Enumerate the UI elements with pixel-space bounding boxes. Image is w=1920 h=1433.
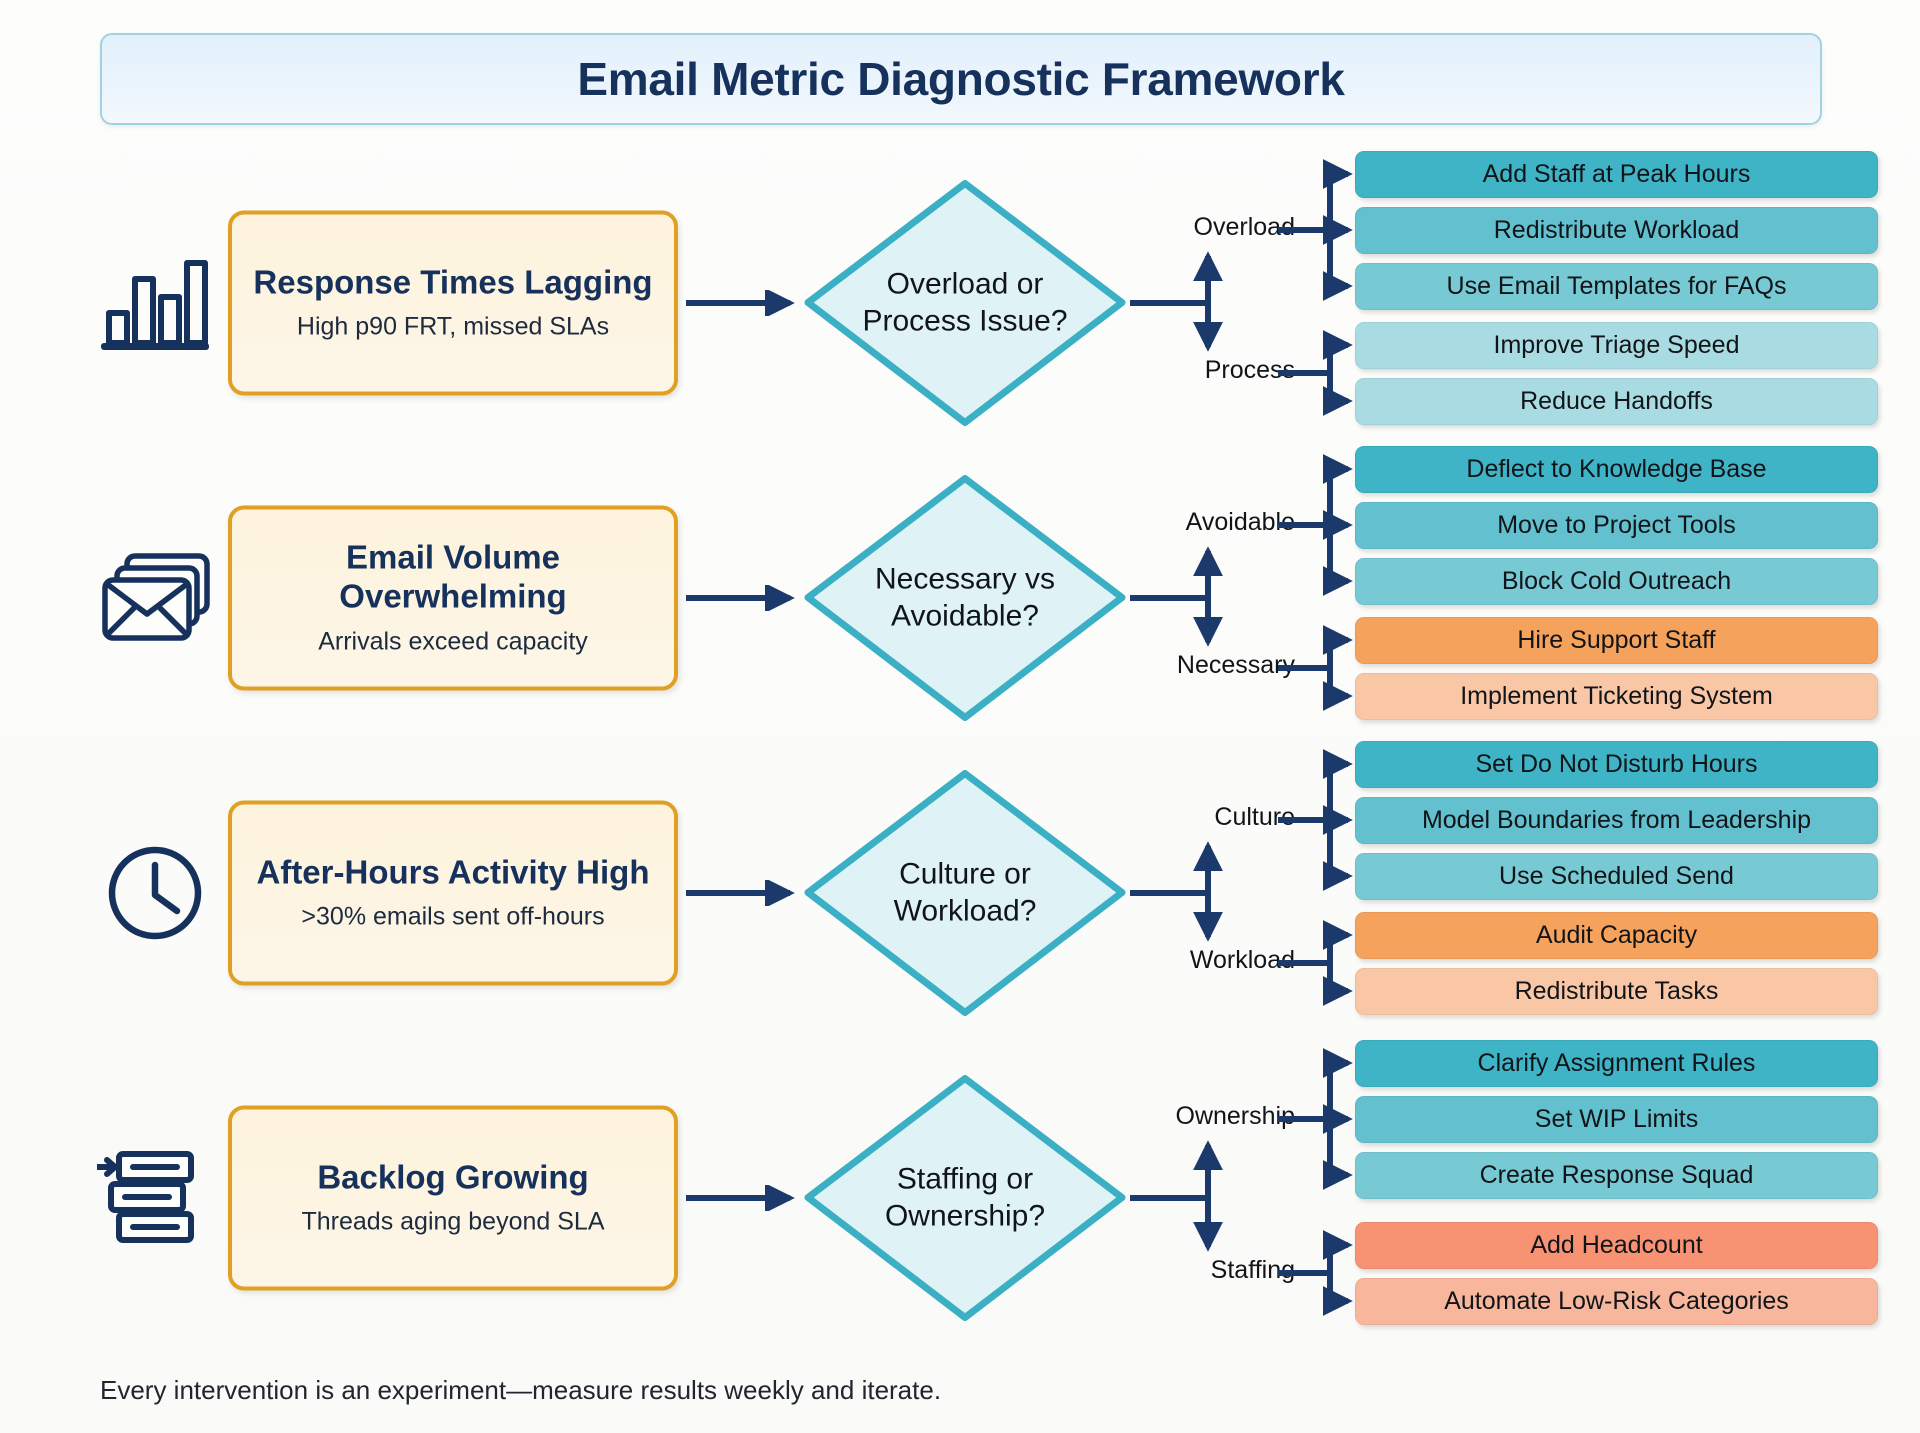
problem-title: After-Hours Activity High xyxy=(256,853,650,891)
diagnostic-row: Email Volume Overwhelming Arrivals excee… xyxy=(0,445,1920,725)
action-box[interactable]: Model Boundaries from Leadership xyxy=(1355,796,1878,844)
action-box[interactable]: Set WIP Limits xyxy=(1355,1095,1878,1143)
arrow-problem-to-decision xyxy=(686,287,804,318)
problem-box[interactable]: Response Times Lagging High p90 FRT, mis… xyxy=(228,210,678,395)
action-box[interactable]: Automate Low-Risk Categories xyxy=(1355,1277,1878,1325)
bar-chart-icon xyxy=(95,243,215,363)
action-box[interactable]: Implement Ticketing System xyxy=(1355,672,1878,720)
stacked-envelopes-icon xyxy=(95,538,215,658)
branch-splitter xyxy=(1130,175,1320,430)
branch-label: Necessary xyxy=(1176,651,1295,679)
page-title: Email Metric Diagnostic Framework xyxy=(577,53,1345,105)
action-box[interactable]: Block Cold Outreach xyxy=(1355,557,1878,605)
backlog-stack-icon xyxy=(95,1138,215,1258)
branch-label: Avoidable xyxy=(1185,508,1295,536)
action-box[interactable]: Improve Triage Speed xyxy=(1355,321,1878,369)
action-box[interactable]: Deflect to Knowledge Base xyxy=(1355,445,1878,493)
problem-subtitle: >30% emails sent off-hours xyxy=(301,902,605,931)
diagram-title-bar: Email Metric Diagnostic Framework xyxy=(100,33,1822,125)
action-box[interactable]: Add Headcount xyxy=(1355,1221,1878,1269)
action-box[interactable]: Add Staff at Peak Hours xyxy=(1355,150,1878,198)
action-box[interactable]: Use Scheduled Send xyxy=(1355,852,1878,900)
problem-title: Email Volume Overwhelming xyxy=(339,538,567,615)
branch-label: Ownership xyxy=(1175,1102,1296,1130)
action-box[interactable]: Hire Support Staff xyxy=(1355,616,1878,664)
branch-splitter xyxy=(1130,470,1320,725)
footer-note: Every intervention is an experiment—meas… xyxy=(100,1375,942,1405)
action-box[interactable]: Redistribute Tasks xyxy=(1355,967,1878,1015)
diagnostic-row: Response Times Lagging High p90 FRT, mis… xyxy=(0,150,1920,430)
action-box[interactable]: Create Response Squad xyxy=(1355,1151,1878,1199)
problem-subtitle: Threads aging beyond SLA xyxy=(301,1207,605,1236)
action-box[interactable]: Redistribute Workload xyxy=(1355,206,1878,254)
arrow-problem-to-decision xyxy=(686,1182,804,1213)
action-box[interactable]: Reduce Handoffs xyxy=(1355,377,1878,425)
branch-splitter xyxy=(1130,765,1320,1020)
action-box[interactable]: Use Email Templates for FAQs xyxy=(1355,262,1878,310)
problem-title: Backlog Growing xyxy=(317,1158,589,1196)
arrow-problem-to-decision xyxy=(686,877,804,908)
action-box[interactable]: Set Do Not Disturb Hours xyxy=(1355,740,1878,788)
diagnostic-row: After-Hours Activity High >30% emails se… xyxy=(0,740,1920,1020)
problem-box[interactable]: Backlog Growing Threads aging beyond SLA xyxy=(228,1105,678,1290)
problem-subtitle: Arrivals exceed capacity xyxy=(318,627,588,656)
action-box[interactable]: Audit Capacity xyxy=(1355,911,1878,959)
problem-box[interactable]: After-Hours Activity High >30% emails se… xyxy=(228,800,678,985)
arrow-problem-to-decision xyxy=(686,582,804,613)
problem-title: Response Times Lagging xyxy=(253,263,653,301)
problem-box[interactable]: Email Volume Overwhelming Arrivals excee… xyxy=(228,505,678,690)
branch-label: Workload xyxy=(1189,946,1295,974)
clock-icon xyxy=(95,833,215,953)
branch-splitter xyxy=(1130,1060,1320,1335)
problem-subtitle: High p90 FRT, missed SLAs xyxy=(296,312,610,341)
action-box[interactable]: Move to Project Tools xyxy=(1355,501,1878,549)
action-box[interactable]: Clarify Assignment Rules xyxy=(1355,1039,1878,1087)
diagnostic-row: Backlog Growing Threads aging beyond SLA… xyxy=(0,1039,1920,1335)
